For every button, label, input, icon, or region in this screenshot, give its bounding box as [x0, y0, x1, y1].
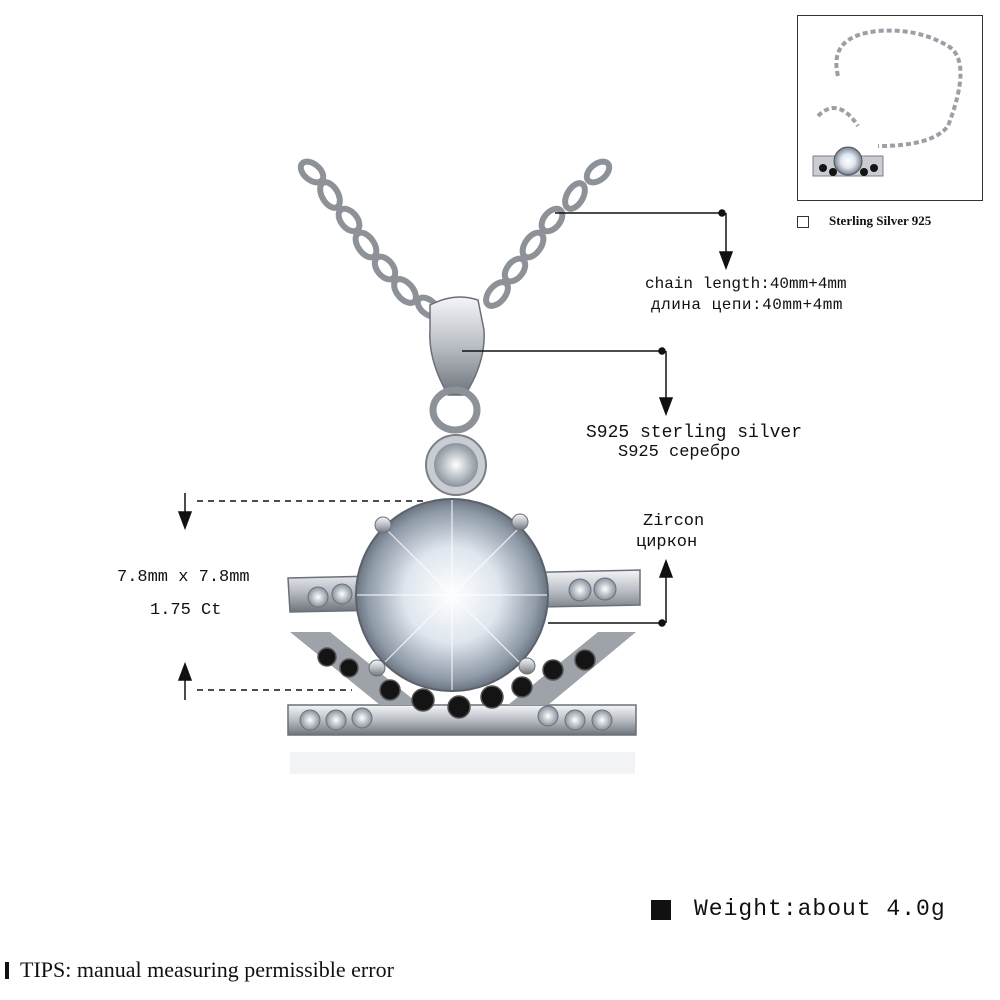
chain-length-ru: длина цепи:40mm+4mm [651, 296, 843, 314]
weight-bullet-icon [651, 900, 671, 920]
chain-length-en: chain length:40mm+4mm [645, 275, 847, 293]
stone-en: Zircon [643, 512, 705, 531]
onyx-stones [317, 647, 596, 719]
weight-label: Weight:about 4.0g [694, 896, 946, 922]
tips-text: TIPS: manual measuring permissible error [20, 957, 394, 982]
legend-label: Sterling Silver 925 [829, 213, 932, 228]
chain [297, 158, 613, 320]
thumbnail-view[interactable] [797, 15, 983, 201]
material-ru: S925 серебро [618, 443, 741, 462]
stone-ru: циркон [636, 533, 698, 552]
stone-carat: 1.75 Ct [150, 601, 222, 620]
bail [429, 296, 485, 396]
measure-lines [177, 209, 734, 700]
thumbnail-necklace-image [812, 28, 963, 177]
stone-size: 7.8mm x 7.8mm [117, 568, 250, 587]
legend-checkbox[interactable] [797, 216, 809, 228]
side-zircons [299, 577, 617, 731]
tips-bar-icon [5, 962, 9, 979]
material-en: S925 sterling silver [586, 423, 803, 443]
